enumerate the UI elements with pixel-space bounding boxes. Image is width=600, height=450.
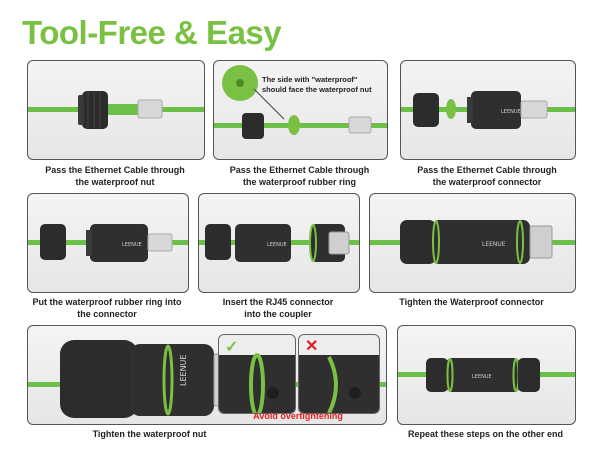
svg-text:LEENUE: LEENUE [179,355,188,386]
rj45-plug [520,100,548,119]
step-1-illustration [28,91,204,129]
rubber-ring [288,115,300,135]
caption-line: the waterproof nut [75,177,155,187]
svg-text:LEENUE: LEENUE [267,242,287,248]
waterproof-nut [242,113,264,139]
caption-line: the waterproof rubber ring [242,177,356,187]
step-8-panel: LEENUE [397,325,576,425]
waterproof-nut [413,93,439,127]
step-6-illustration: LEENUE [370,220,575,264]
svg-text:LEENUE: LEENUE [472,374,492,380]
step-7-illustration: LEENUE [28,340,386,418]
svg-text:LEENUE: LEENUE [482,241,506,248]
step-7-caption: Tighten the waterproof nut [27,428,272,440]
step-3-caption: Pass the Ethernet Cable through the wate… [400,164,574,188]
wrong-inset: ✕ [298,334,380,414]
rubber-ring [446,99,456,119]
caption-line: Put the waterproof rubber ring into [32,297,182,307]
waterproof-connector [235,224,291,262]
step-3-illustration: LEENUE [401,91,575,129]
step-4-panel: LEENUE [27,193,189,293]
step-6-panel: LEENUE [369,193,576,293]
rj45-plug [137,99,163,119]
step-7-panel: LEENUE ✓ ✕ Avoid overtightening [27,325,387,425]
step-3-panel: LEENUE [400,60,576,160]
step-8-caption: Repeat these steps on the other end [397,428,574,440]
waterproof-nut [205,224,231,260]
rj45-plug [147,233,173,252]
check-icon: ✓ [225,339,239,356]
step-8-illustration: LEENUE [398,358,575,392]
svg-text:LEENUE: LEENUE [501,109,521,115]
svg-text:LEENUE: LEENUE [122,242,142,248]
correct-inset: ✓ [218,334,296,414]
step-6-caption: Tighten the Waterproof connector [369,296,574,308]
step-4-illustration: LEENUE [28,224,188,262]
note-line: should face the waterproof nut [262,85,372,94]
caption-line: Pass the Ethernet Cable through [417,165,557,175]
step-5-illustration: LEENUE [199,224,359,262]
caption-line: Pass the Ethernet Cable through [229,165,370,175]
step-2-caption: Pass the Ethernet Cable through the wate… [213,164,386,188]
caption-line: Pass the Ethernet Cable through [45,165,185,175]
step-1-caption: Pass the Ethernet Cable through the wate… [27,164,203,188]
rj45-plug [348,116,372,134]
caption-line: the waterproof connector [432,177,542,187]
waterproof-nut [400,220,436,264]
waterproof-connector [432,220,530,264]
caption-line: Tighten the waterproof nut [92,429,207,439]
step-5-panel: LEENUE [198,193,360,293]
warning-text: Avoid overtightening [253,411,343,421]
caption-line: into the coupler [244,309,312,319]
step-1-panel [27,60,205,160]
step-2-panel: The side with "waterproof" should face t… [213,60,388,160]
waterproof-connector [471,91,521,129]
waterproof-nut [60,340,138,418]
caption-line: Tighten the Waterproof connector [399,297,544,307]
caption-line: the connector [77,309,137,319]
caption-line: Insert the RJ45 connector [222,297,334,307]
caption-line: Repeat these steps on the other end [407,429,564,439]
step-4-caption: Put the waterproof rubber ring into the … [27,296,187,320]
page-title: Tool-Free & Easy [22,14,282,51]
waterproof-connector [446,358,520,392]
cross-icon: ✕ [305,338,319,355]
waterproof-nut [82,91,108,129]
note-line: The side with "waterproof" [262,75,358,84]
waterproof-connector [90,224,148,262]
step-2-note: The side with "waterproof" should face t… [262,75,382,95]
waterproof-nut [40,224,66,260]
step-5-caption: Insert the RJ45 connector into the coupl… [198,296,358,320]
step-2-illustration [214,65,387,139]
